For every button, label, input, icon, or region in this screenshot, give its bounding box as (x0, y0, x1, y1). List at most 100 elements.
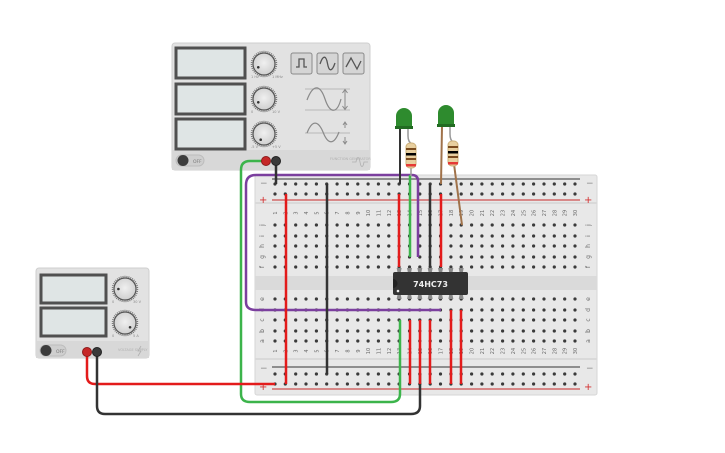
breadboard-hole[interactable] (345, 265, 349, 269)
breadboard-hole[interactable] (521, 308, 525, 312)
breadboard-hole[interactable] (511, 255, 515, 259)
led-1[interactable] (395, 108, 413, 184)
breadboard-hole[interactable] (542, 234, 546, 238)
breadboard-hole[interactable] (438, 372, 443, 376)
breadboard-hole[interactable] (294, 265, 298, 269)
breadboard-hole[interactable] (521, 297, 525, 301)
breadboard-hole[interactable] (294, 329, 298, 333)
breadboard-hole[interactable] (552, 382, 556, 386)
breadboard-hole[interactable] (521, 192, 525, 196)
breadboard-hole[interactable] (407, 265, 412, 269)
breadboard-hole[interactable] (345, 329, 349, 333)
breadboard-hole[interactable] (273, 265, 277, 269)
breadboard-hole[interactable] (542, 297, 546, 301)
breadboard-hole[interactable] (563, 339, 567, 343)
breadboard-hole[interactable] (335, 339, 339, 343)
breadboard-hole[interactable] (366, 182, 370, 186)
breadboard-hole[interactable] (273, 244, 277, 248)
breadboard-hole[interactable] (273, 329, 277, 333)
breadboard-hole[interactable] (304, 182, 308, 186)
breadboard-hole[interactable] (304, 265, 308, 269)
breadboard-hole[interactable] (501, 318, 505, 322)
breadboard-hole[interactable] (314, 255, 318, 259)
breadboard-hole[interactable] (345, 182, 349, 186)
breadboard-hole[interactable] (490, 192, 494, 196)
breadboard-hole[interactable] (366, 234, 370, 238)
breadboard-hole[interactable] (563, 318, 567, 322)
breadboard-hole[interactable] (480, 255, 484, 259)
breadboard-hole[interactable] (552, 234, 556, 238)
breadboard-hole[interactable] (356, 244, 360, 248)
breadboard-hole[interactable] (376, 255, 380, 259)
breadboard-hole[interactable] (542, 372, 546, 376)
breadboard-hole[interactable] (345, 297, 349, 301)
breadboard-hole[interactable] (345, 382, 349, 386)
breadboard-hole[interactable] (501, 234, 505, 238)
breadboard-hole[interactable] (294, 255, 298, 259)
breadboard-hole[interactable] (511, 297, 515, 301)
breadboard-hole[interactable] (449, 244, 453, 248)
breadboard-hole[interactable] (335, 234, 339, 238)
breadboard-hole[interactable] (459, 265, 463, 269)
breadboard-hole[interactable] (273, 192, 277, 196)
breadboard-hole[interactable] (542, 329, 546, 333)
breadboard-hole[interactable] (552, 329, 556, 333)
breadboard-hole[interactable] (511, 223, 515, 227)
breadboard-hole[interactable] (532, 265, 536, 269)
breadboard-hole[interactable] (470, 297, 474, 301)
breadboard-hole[interactable] (552, 182, 556, 186)
breadboard-hole[interactable] (470, 234, 474, 238)
breadboard-hole[interactable] (304, 192, 308, 196)
breadboard-hole[interactable] (521, 182, 525, 186)
breadboard-hole[interactable] (501, 339, 505, 343)
breadboard-hole[interactable] (356, 329, 360, 333)
breadboard-hole[interactable] (552, 223, 556, 227)
breadboard-hole[interactable] (335, 255, 339, 259)
breadboard-hole[interactable] (573, 223, 577, 227)
breadboard-hole[interactable] (563, 244, 567, 248)
breadboard-hole[interactable] (387, 318, 391, 322)
breadboard-hole[interactable] (273, 223, 277, 227)
breadboard-hole[interactable] (511, 244, 515, 248)
breadboard-hole[interactable] (470, 244, 474, 248)
breadboard-hole[interactable] (532, 318, 536, 322)
breadboard-hole[interactable] (387, 234, 391, 238)
breadboard-hole[interactable] (273, 297, 277, 301)
breadboard-hole[interactable] (573, 382, 577, 386)
breadboard-hole[interactable] (511, 265, 515, 269)
breadboard-hole[interactable] (521, 339, 525, 343)
breadboard-hole[interactable] (356, 255, 360, 259)
breadboard-hole[interactable] (573, 297, 577, 301)
breadboard-hole[interactable] (314, 234, 318, 238)
breadboard-hole[interactable] (501, 297, 505, 301)
breadboard-hole[interactable] (501, 255, 505, 259)
breadboard-hole[interactable] (366, 382, 370, 386)
breadboard-hole[interactable] (521, 382, 525, 386)
breadboard-hole[interactable] (490, 182, 494, 186)
breadboard-hole[interactable] (345, 339, 349, 343)
breadboard-hole[interactable] (470, 182, 474, 186)
breadboard-hole[interactable] (480, 297, 484, 301)
breadboard-hole[interactable] (573, 329, 577, 333)
breadboard-hole[interactable] (480, 192, 484, 196)
breadboard-hole[interactable] (294, 234, 298, 238)
fg-positive-terminal[interactable] (261, 156, 271, 166)
breadboard-hole[interactable] (387, 382, 391, 386)
breadboard-hole[interactable] (294, 372, 298, 376)
breadboard-hole[interactable] (542, 223, 546, 227)
breadboard-hole[interactable] (376, 318, 380, 322)
breadboard-hole[interactable] (356, 339, 360, 343)
breadboard-hole[interactable] (563, 234, 567, 238)
breadboard-hole[interactable] (521, 244, 525, 248)
breadboard-hole[interactable] (273, 234, 277, 238)
breadboard-hole[interactable] (501, 308, 505, 312)
breadboard-hole[interactable] (345, 318, 349, 322)
breadboard-hole[interactable] (449, 255, 453, 259)
breadboard-hole[interactable] (335, 244, 339, 248)
breadboard-hole[interactable] (376, 234, 380, 238)
breadboard-hole[interactable] (470, 339, 474, 343)
breadboard-hole[interactable] (314, 192, 318, 196)
breadboard-hole[interactable] (356, 192, 360, 196)
